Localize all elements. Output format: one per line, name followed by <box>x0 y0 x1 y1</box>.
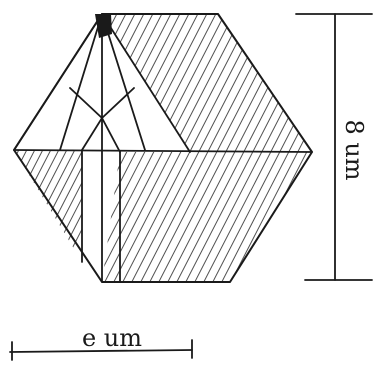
hatch-stroke <box>14 150 17 262</box>
hatch-stroke <box>113 152 305 282</box>
hatch-stroke <box>102 152 134 282</box>
hatch-stroke <box>0 0 52 369</box>
hatch-stroke <box>102 14 188 152</box>
horizontal-scale-bar <box>9 339 193 361</box>
hexagon-outline <box>13 13 313 283</box>
hatch-stroke <box>102 152 224 282</box>
inner-edges <box>13 13 313 283</box>
hatch-stroke <box>176 152 312 282</box>
hatch-stroke <box>0 0 8 369</box>
hatch-stroke <box>102 14 125 152</box>
hatch-stroke <box>0 0 70 369</box>
hatch-stroke <box>0 0 61 369</box>
hatch-stroke <box>102 14 170 152</box>
hatch-stroke <box>102 14 242 152</box>
hatch-stroke <box>102 152 215 282</box>
hatch-stroke <box>102 14 134 152</box>
hatch-stroke <box>102 152 269 282</box>
hatch-stroke <box>102 152 287 282</box>
hatch-stroke <box>102 152 170 282</box>
hatch-stroke <box>0 0 16 369</box>
hatch-stroke <box>14 150 82 262</box>
horizontal-scale-label: e um <box>82 324 142 352</box>
hatch-stroke <box>0 0 79 369</box>
hatch-stroke <box>167 152 312 282</box>
hatch-stroke <box>14 150 33 262</box>
hatch-stroke <box>102 14 233 152</box>
hatch-stroke <box>14 150 82 262</box>
hatch-stroke <box>14 150 82 262</box>
hatch-stroke <box>131 152 312 282</box>
hatch-stroke <box>0 0 79 369</box>
hatch-stroke <box>14 150 41 262</box>
hatch-stroke <box>102 152 251 282</box>
hatch-stroke <box>149 152 312 282</box>
hatch-stroke <box>14 150 25 262</box>
hatch-stroke <box>14 150 82 262</box>
hatch-stroke <box>0 0 7 369</box>
hatch-stroke <box>102 14 224 152</box>
hatch-stroke <box>194 152 312 282</box>
hatch-stroke <box>0 0 25 369</box>
hatch-stroke <box>102 14 179 152</box>
hatch-left-face <box>0 0 82 369</box>
hatch-stroke <box>102 14 161 152</box>
hatch-stroke <box>0 0 7 369</box>
hatch-stroke <box>14 150 82 262</box>
hatch-stroke <box>102 152 242 282</box>
hatch-stroke <box>102 14 197 152</box>
hatch-stroke <box>185 152 312 282</box>
hatch-stroke <box>0 0 34 369</box>
hatch-stroke <box>14 150 82 262</box>
hatch-stroke <box>0 0 61 369</box>
hatch-stroke <box>102 14 260 152</box>
apex-mark <box>95 14 112 38</box>
hatch-stroke <box>212 152 312 282</box>
hatch-stroke <box>158 152 312 282</box>
hatch-stroke <box>0 0 52 369</box>
hatch-stroke <box>140 152 312 282</box>
hatch-stroke <box>0 0 34 369</box>
hatch-stroke <box>102 152 233 282</box>
hatch-stroke <box>102 152 260 282</box>
vertical-scale-label: 8 um <box>340 119 368 180</box>
hatch-stroke <box>0 0 70 369</box>
hatch-stroke <box>122 152 312 282</box>
hatch-stroke <box>14 150 82 262</box>
vertical-scale-bar <box>295 13 373 281</box>
hatch-stroke <box>14 150 82 262</box>
hatch-stroke <box>102 152 161 282</box>
hatch-stroke <box>14 150 82 262</box>
hatch-stroke <box>102 152 278 282</box>
hatch-stroke <box>102 14 215 152</box>
hatch-stroke <box>102 14 251 152</box>
hatch-stroke <box>14 150 81 262</box>
hatch-stroke <box>102 14 206 152</box>
hatch-stroke <box>102 14 269 152</box>
hatch-stroke <box>14 150 65 262</box>
hatch-stroke <box>14 150 82 262</box>
hatch-stroke <box>0 0 16 369</box>
hatch-stroke <box>14 150 57 262</box>
hatch-stroke <box>0 0 25 369</box>
hatch-stroke <box>102 152 125 282</box>
hatch-stroke <box>102 14 278 152</box>
hatch-stroke <box>104 152 296 282</box>
